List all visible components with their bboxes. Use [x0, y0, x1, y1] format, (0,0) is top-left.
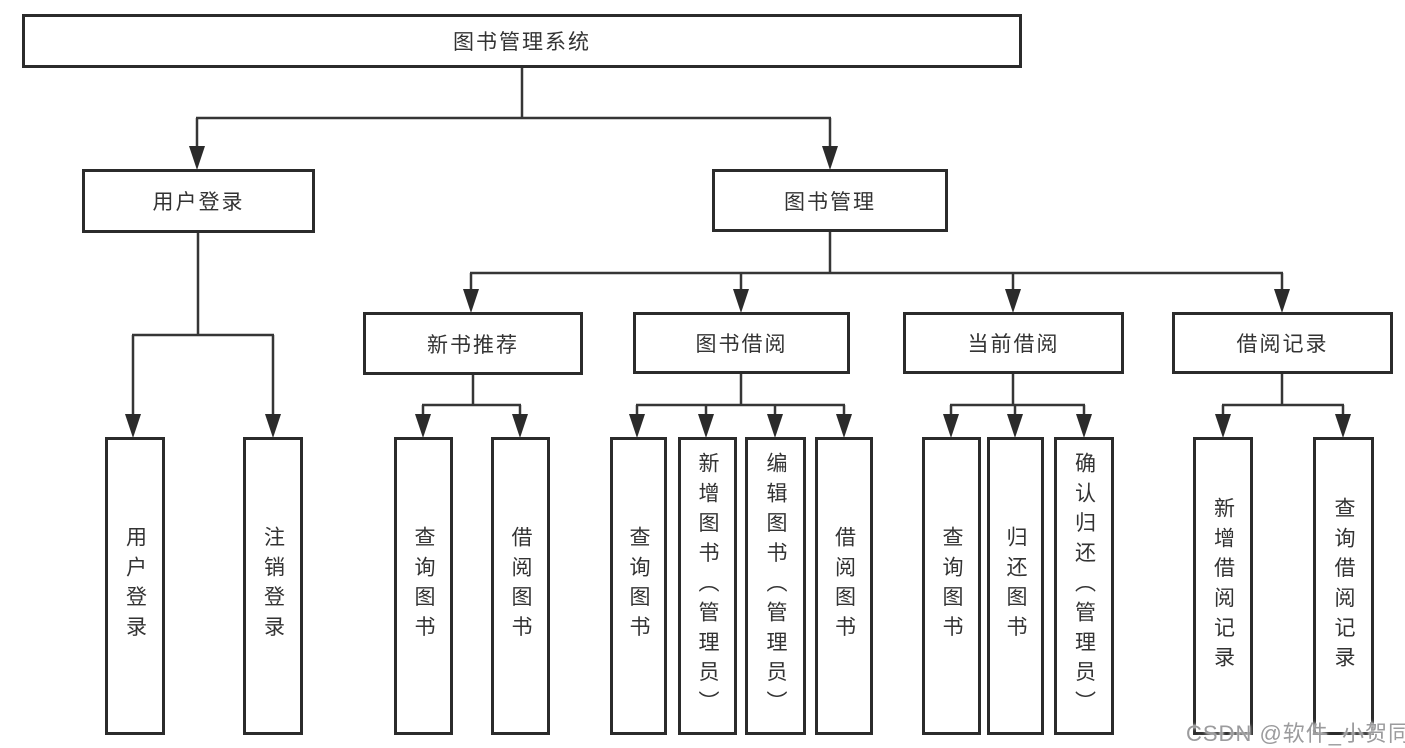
leaf-user-login: 用户登录	[105, 437, 165, 735]
node-borrow-records: 借阅记录	[1172, 312, 1393, 374]
leaf-cb-query-books: 查询图书	[922, 437, 981, 735]
connector-user-login-to-leaves	[125, 233, 281, 438]
leaf-logout: 注销登录	[243, 437, 303, 735]
csdn-watermark: CSDN @软件_小贺同学	[1186, 721, 1405, 746]
leaf-nbr-borrow-books: 借阅图书	[491, 437, 550, 735]
leaf-nbr-query-books: 查询图书	[394, 437, 453, 735]
connector-book-borrow-to-leaves	[629, 374, 852, 438]
node-user-login-branch: 用户登录	[82, 169, 315, 233]
node-new-book-rec: 新书推荐	[363, 312, 583, 375]
leaf-bb-query-books: 查询图书	[610, 437, 667, 735]
connector-new-book-rec-to-leaves	[415, 375, 528, 438]
node-root-system: 图书管理系统	[22, 14, 1022, 68]
leaf-cb-return-books: 归还图书	[987, 437, 1044, 735]
node-book-borrow: 图书借阅	[633, 312, 850, 374]
leaf-bb-edit-books-admin: 编辑图书（管理员）	[745, 437, 806, 735]
connector-root-to-level2	[189, 68, 838, 170]
connector-current-borrow-to-leaves	[943, 374, 1092, 438]
leaf-bb-add-books-admin: 新增图书（管理员）	[678, 437, 737, 735]
leaf-br-add-record: 新增借阅记录	[1193, 437, 1253, 735]
leaf-cb-confirm-return-admin: 确认归还（管理员）	[1054, 437, 1114, 735]
node-current-borrow: 当前借阅	[903, 312, 1124, 374]
leaf-br-query-record: 查询借阅记录	[1313, 437, 1374, 735]
node-book-mgmt-branch: 图书管理	[712, 169, 948, 232]
connector-borrow-records-to-leaves	[1215, 374, 1351, 438]
connector-book-mgmt-to-level3	[463, 232, 1290, 313]
leaf-bb-borrow-books: 借阅图书	[815, 437, 873, 735]
